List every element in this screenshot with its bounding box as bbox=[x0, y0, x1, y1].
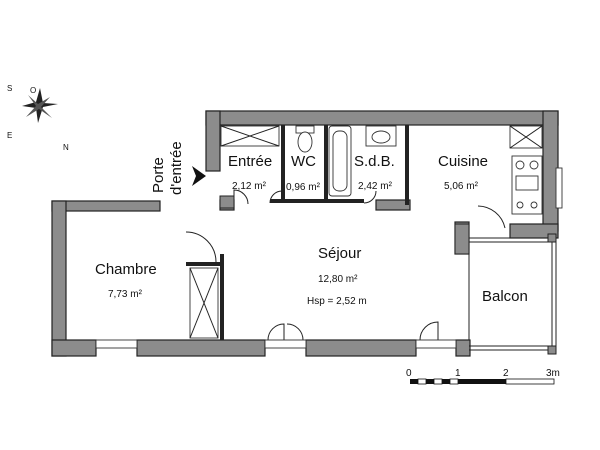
scale-tick-label: 1 bbox=[455, 368, 461, 379]
partition bbox=[281, 125, 285, 200]
partition bbox=[186, 262, 224, 266]
wall-segment bbox=[51, 200, 67, 357]
hob-ring bbox=[530, 201, 538, 209]
wall-segment bbox=[455, 339, 471, 357]
hob-ring bbox=[529, 160, 539, 170]
balcony-railing-inner bbox=[469, 241, 553, 347]
room-area-entree: 2,12 m² bbox=[232, 181, 267, 192]
balcony-post bbox=[547, 345, 557, 355]
fixtures bbox=[189, 125, 563, 339]
scale-bar-segment bbox=[410, 379, 418, 384]
kitchen-sink bbox=[515, 175, 539, 191]
scale-tick-label: 3m bbox=[546, 368, 560, 379]
compass-south-label: S bbox=[7, 84, 12, 93]
entrance-arrow bbox=[192, 166, 206, 186]
room-name-wc: WC bbox=[291, 153, 316, 170]
scale-bar-segment bbox=[505, 378, 555, 385]
bedroom-door bbox=[185, 231, 217, 263]
hob-ring bbox=[516, 201, 524, 209]
interior-walls bbox=[186, 125, 409, 340]
wall-segment bbox=[136, 339, 266, 357]
room-name-entree: Entrée bbox=[228, 153, 272, 170]
room-labels: Entrée 2,12 m² WC 0,96 m² S.d.B. 2,42 m²… bbox=[95, 153, 528, 307]
partition bbox=[219, 195, 235, 209]
entrance-label-line1: Porte bbox=[150, 157, 167, 193]
wall-segment bbox=[375, 199, 411, 211]
compass-west-label: O bbox=[30, 86, 36, 95]
hob-ring bbox=[515, 160, 525, 170]
room-area-chambre: 7,73 m² bbox=[108, 289, 143, 300]
partition bbox=[270, 199, 328, 203]
balcony bbox=[469, 233, 557, 355]
sejour-window-right bbox=[286, 323, 304, 341]
room-area-wc: 0,96 m² bbox=[286, 182, 321, 193]
room-area-cuisine: 5,06 m² bbox=[444, 181, 479, 192]
entrance-label-line2: d'entrée bbox=[168, 141, 185, 195]
room-height-sejour: Hsp = 2,52 m bbox=[307, 296, 367, 307]
kitchen-door bbox=[477, 205, 506, 229]
wall-segment bbox=[51, 339, 97, 357]
bedroom-window bbox=[95, 339, 138, 349]
scale-tick-label: 0 bbox=[406, 368, 412, 379]
wall-segment bbox=[305, 339, 417, 357]
wc-door bbox=[269, 190, 283, 204]
pillar bbox=[454, 223, 470, 255]
scale-bar: 0 1 2 3m bbox=[406, 368, 560, 385]
scale-bar-segment bbox=[442, 379, 450, 384]
balcony-door bbox=[419, 321, 439, 341]
room-area-sejour: 12,80 m² bbox=[318, 274, 358, 285]
sejour-window-left bbox=[267, 323, 285, 341]
partition bbox=[220, 254, 224, 340]
compass-east-label: E bbox=[7, 131, 12, 140]
toilet bbox=[297, 131, 313, 153]
scale-bar-segment bbox=[426, 379, 434, 384]
scale-bar-segment bbox=[433, 378, 443, 385]
balcony-post bbox=[547, 233, 557, 243]
partition bbox=[324, 125, 328, 200]
openings bbox=[95, 189, 506, 349]
room-name-cuisine: Cuisine bbox=[438, 153, 488, 170]
room-name-sdb: S.d.B. bbox=[354, 153, 395, 170]
scale-bar-segment bbox=[458, 379, 506, 384]
room-name-balcon: Balcon bbox=[482, 288, 528, 305]
scale-bar-segment bbox=[417, 378, 427, 385]
compass-star-secondary bbox=[26, 95, 52, 118]
balcony-window bbox=[415, 339, 457, 349]
partition bbox=[328, 199, 364, 203]
room-area-sdb: 2,42 m² bbox=[358, 181, 393, 192]
partition bbox=[405, 125, 409, 205]
exterior-walls bbox=[51, 110, 559, 357]
balcony-railing bbox=[469, 237, 557, 351]
room-name-chambre: Chambre bbox=[95, 261, 157, 278]
entrance-marker: Porte d'entrée bbox=[150, 141, 206, 195]
compass-north-label: N bbox=[63, 143, 69, 152]
scale-bar-segment bbox=[449, 378, 459, 385]
wall-segment bbox=[205, 110, 221, 172]
wall-segment bbox=[51, 200, 161, 212]
entry-door bbox=[233, 189, 249, 205]
scale-tick-label: 2 bbox=[503, 368, 509, 379]
kitchen-window bbox=[555, 167, 563, 209]
sdb-door bbox=[363, 190, 377, 204]
sejour-window bbox=[264, 339, 307, 349]
compass-rose: O E N S bbox=[7, 84, 69, 152]
wall-segment bbox=[205, 110, 559, 126]
room-name-sejour: Séjour bbox=[318, 245, 361, 262]
